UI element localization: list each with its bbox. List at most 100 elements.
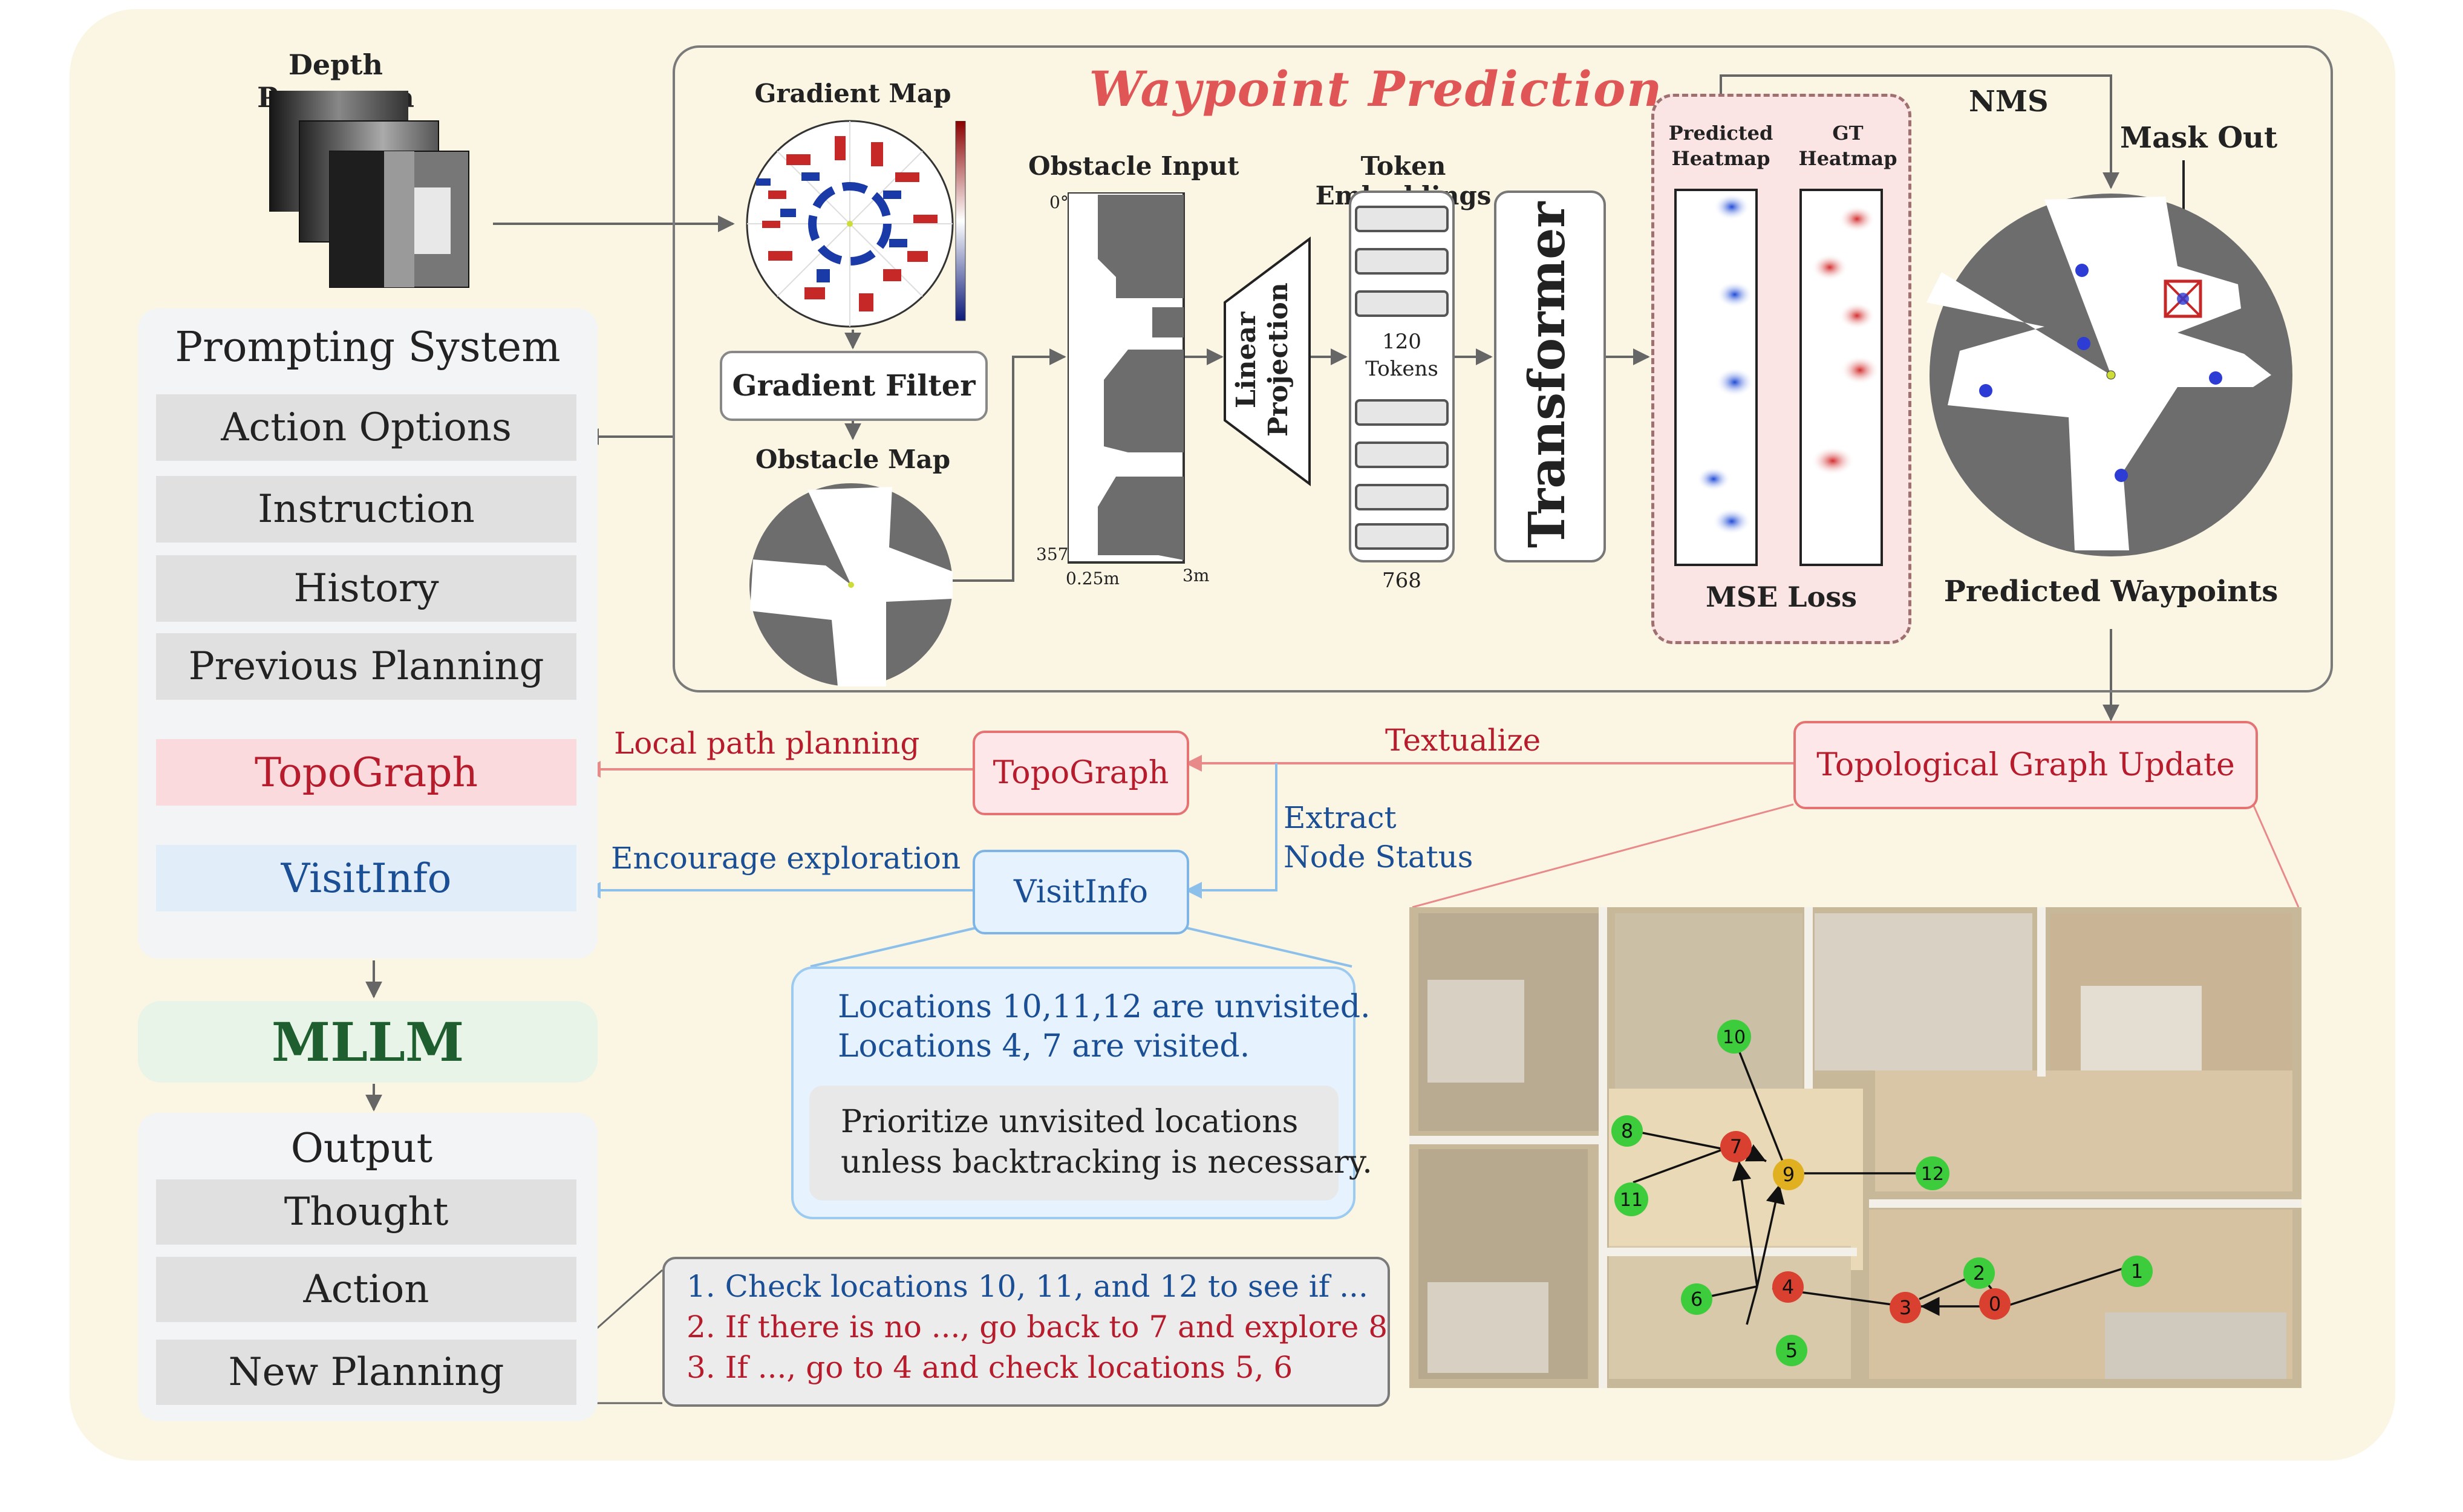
linear-projection-shape xyxy=(1224,236,1311,486)
graph-node-3-label: 3 xyxy=(1899,1296,1911,1319)
predicted-heatmap-label-line2: Heatmap xyxy=(1671,146,1770,170)
prompt-item-visitinfo: VisitInfo xyxy=(156,845,576,911)
floor-plan-map xyxy=(1409,907,2302,1388)
linear-projection-label-2: Projection xyxy=(1263,282,1294,437)
output-item-new-planning: New Planning xyxy=(156,1340,576,1405)
predicted-heatmap-label-line1: Predicted xyxy=(1668,122,1773,145)
gt-heatmap-label-line2: Heatmap xyxy=(1798,146,1897,170)
graph-node-5-label: 5 xyxy=(1786,1339,1798,1362)
visitinfo-visited-text: Locations 4, 7 are visited. xyxy=(838,1028,1250,1064)
obstacle-map-image xyxy=(749,483,953,686)
graph-node-8: 8 xyxy=(1610,1114,1644,1150)
gradient-colorbar xyxy=(955,121,966,321)
predicted-heatmap-image xyxy=(1674,189,1758,566)
token-cell xyxy=(1355,484,1449,510)
new-planning-box xyxy=(662,1257,1390,1407)
obstacle-map-label: Obstacle Map xyxy=(755,445,951,474)
token-cell xyxy=(1355,523,1449,550)
tokens-word: Tokens xyxy=(1365,357,1438,381)
graph-node-9: 9 xyxy=(1772,1158,1806,1194)
visitinfo-hint-line1: Prioritize unvisited locations xyxy=(841,1104,1299,1140)
extract-label-line2: Node Status xyxy=(1284,839,1473,875)
graph-node-0: 0 xyxy=(1978,1287,2012,1323)
prompt-item-history: History xyxy=(156,555,576,622)
graph-node-9-label: 9 xyxy=(1783,1163,1795,1186)
token-cell xyxy=(1355,248,1449,275)
textualize-label: Textualize xyxy=(1385,723,1541,758)
mask-out-label: Mask Out xyxy=(2120,121,2278,155)
visitinfo-hint-line2: unless backtracking is necessary. xyxy=(841,1144,1372,1181)
token-cell xyxy=(1355,399,1449,426)
transformer-box xyxy=(1494,191,1606,562)
output-title: Output xyxy=(290,1125,433,1171)
waypoint-prediction-frame xyxy=(673,45,2333,692)
gradient-filter-box: Gradient Filter xyxy=(720,351,988,421)
graph-node-7-label: 7 xyxy=(1730,1135,1742,1158)
plan-line-3: 3. If ..., go to 4 and check locations 5… xyxy=(687,1350,1293,1385)
graph-node-6-label: 6 xyxy=(1691,1288,1703,1311)
local-path-planning-label: Local path planning xyxy=(614,726,920,761)
extract-node-status-label: Extract Node Status xyxy=(1284,798,1473,877)
obstacle-input-label: Obstacle Input xyxy=(1028,151,1239,181)
encourage-exploration-label: Encourage exploration xyxy=(611,841,961,876)
embedding-dim: 768 xyxy=(1382,569,1421,593)
mse-loss-label: MSE Loss xyxy=(1705,581,1858,613)
waypoint-prediction-title: Waypoint Prediction xyxy=(1089,60,1663,117)
graph-node-2-label: 2 xyxy=(1973,1262,1985,1285)
token-cell xyxy=(1355,206,1449,232)
graph-node-4: 4 xyxy=(1771,1270,1805,1306)
nms-label: NMS xyxy=(1969,85,2049,119)
depth-panorama-image xyxy=(269,91,469,288)
obstacle-input-image xyxy=(1068,192,1185,564)
prompt-item-topograph: TopoGraph xyxy=(156,739,576,806)
predicted-waypoints-label: Predicted Waypoints xyxy=(1943,575,2279,608)
token-cell xyxy=(1355,442,1449,468)
tokens-count: 120 xyxy=(1382,330,1421,354)
prompt-item-instruction: Instruction xyxy=(156,476,576,543)
visitinfo-tag: VisitInfo xyxy=(973,850,1189,934)
token-cell xyxy=(1355,290,1449,317)
range-min-label: 0.25m xyxy=(1066,569,1120,588)
gradient-map-image xyxy=(746,120,954,328)
gradient-map-label: Gradient Map xyxy=(754,79,951,108)
gt-heatmap-label: GT Heatmap xyxy=(1790,121,1905,171)
visitinfo-unvisited-text: Locations 10,11,12 are unvisited. xyxy=(838,989,1371,1025)
plan-line-1: 1. Check locations 10, 11, and 12 to see… xyxy=(687,1269,1368,1304)
visitinfo-hint-box xyxy=(809,1086,1339,1201)
mllm-label: MLLM xyxy=(271,1010,465,1074)
graph-node-8-label: 8 xyxy=(1621,1119,1633,1142)
prompting-system-title: Prompting System xyxy=(175,324,561,371)
topological-graph-update-box: Topological Graph Update xyxy=(1793,721,2258,809)
graph-node-1: 1 xyxy=(2120,1254,2154,1291)
degree-top-label: 0° xyxy=(1049,192,1069,212)
predicted-waypoints-image xyxy=(1926,194,2292,556)
topograph-tag: TopoGraph xyxy=(973,731,1189,815)
gt-heatmap-image xyxy=(1799,189,1883,566)
graph-node-4-label: 4 xyxy=(1782,1276,1794,1299)
graph-node-10: 10 xyxy=(1716,1018,1752,1057)
plan-line-2: 2. If there is no ..., go back to 7 and … xyxy=(687,1309,1388,1344)
graph-node-2: 2 xyxy=(1962,1256,1996,1292)
mllm-box: MLLM xyxy=(138,1001,598,1083)
gt-heatmap-label-line1: GT xyxy=(1832,122,1864,145)
graph-node-11: 11 xyxy=(1613,1181,1649,1220)
prompt-item-previous-planning: Previous Planning xyxy=(156,633,576,700)
transformer-label: Transformer xyxy=(1518,201,1576,549)
prompt-item-action-options: Action Options xyxy=(156,394,576,461)
graph-node-1-label: 1 xyxy=(2131,1260,2143,1283)
output-item-action: Action xyxy=(156,1257,576,1322)
graph-node-5: 5 xyxy=(1775,1334,1809,1370)
graph-node-6: 6 xyxy=(1680,1282,1714,1318)
predicted-heatmap-label: Predicted Heatmap xyxy=(1660,121,1781,171)
graph-node-7: 7 xyxy=(1719,1130,1753,1166)
output-item-thought: Thought xyxy=(156,1179,576,1245)
graph-node-0-label: 0 xyxy=(1989,1292,2001,1315)
graph-node-10-label: 10 xyxy=(1723,1027,1746,1048)
graph-node-12-label: 12 xyxy=(1921,1164,1944,1185)
graph-node-12: 12 xyxy=(1914,1155,1951,1194)
extract-label-line1: Extract xyxy=(1284,800,1397,835)
range-max-label: 3m xyxy=(1183,565,1210,585)
graph-node-11-label: 11 xyxy=(1620,1190,1643,1211)
graph-node-3: 3 xyxy=(1888,1291,1922,1327)
linear-projection-label-1: Linear xyxy=(1231,311,1262,408)
